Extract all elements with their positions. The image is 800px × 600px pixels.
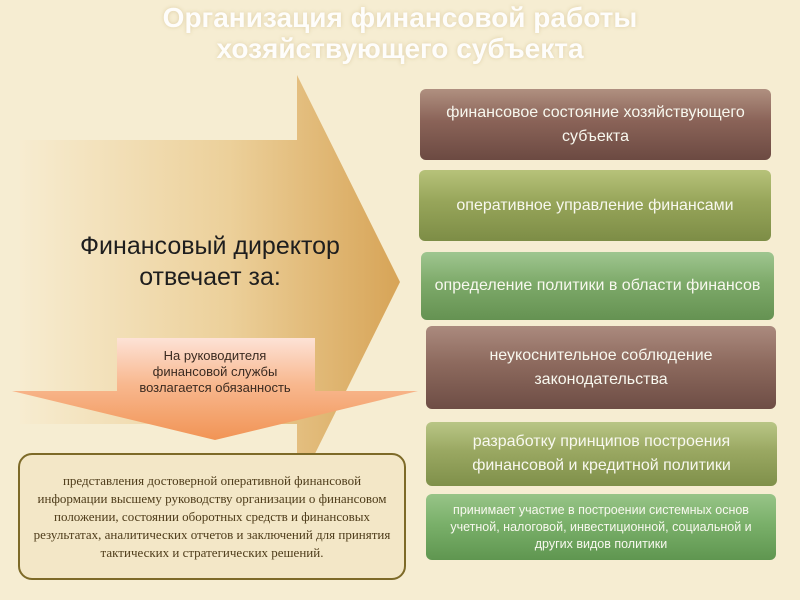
responsibility-system-policies: принимает участие в построении системных… [426,494,776,560]
responsibility-text: принимает участие в построении системных… [450,502,752,551]
responsibility-text: определение политики в области финансов [434,277,761,294]
page-title-line-2: хозяйствующего субъекта [216,33,584,64]
responsibility-text: разработку принципов построения финансов… [472,433,731,474]
responsibility-text: неукоснительное соблюдение законодательс… [489,346,713,388]
responsibility-legal-compliance: неукоснительное соблюдение законодательс… [426,326,776,409]
responsibility-text: финансовое состояние хозяйствующего субъ… [446,103,745,145]
duty-description-text: представления достоверной оперативной фи… [33,472,391,560]
responsibility-financial-policy: определение политики в области финансов [421,252,774,320]
director-label-line-2: отвечает за: [139,263,281,291]
responsibility-operational-management: оперативное управление финансами [419,170,771,241]
duty-down-arrow [12,338,418,440]
page-title: Организация финансовой работы хозяйствую… [0,0,800,64]
director-label-line-1: Финансовый директор [80,232,340,260]
duty-description-box: представления достоверной оперативной фи… [18,453,406,580]
responsibility-credit-policy-principles: разработку принципов построения финансов… [426,422,777,486]
responsibility-text: оперативное управление финансами [456,196,734,214]
duty-arrow-text: На руководителя финансовой службы возлаг… [139,348,291,395]
page-title-line-1: Организация финансовой работы [162,2,638,33]
director-label: Финансовый директор отвечает за: [40,231,380,293]
responsibility-financial-state: финансовое состояние хозяйствующего субъ… [420,89,771,160]
